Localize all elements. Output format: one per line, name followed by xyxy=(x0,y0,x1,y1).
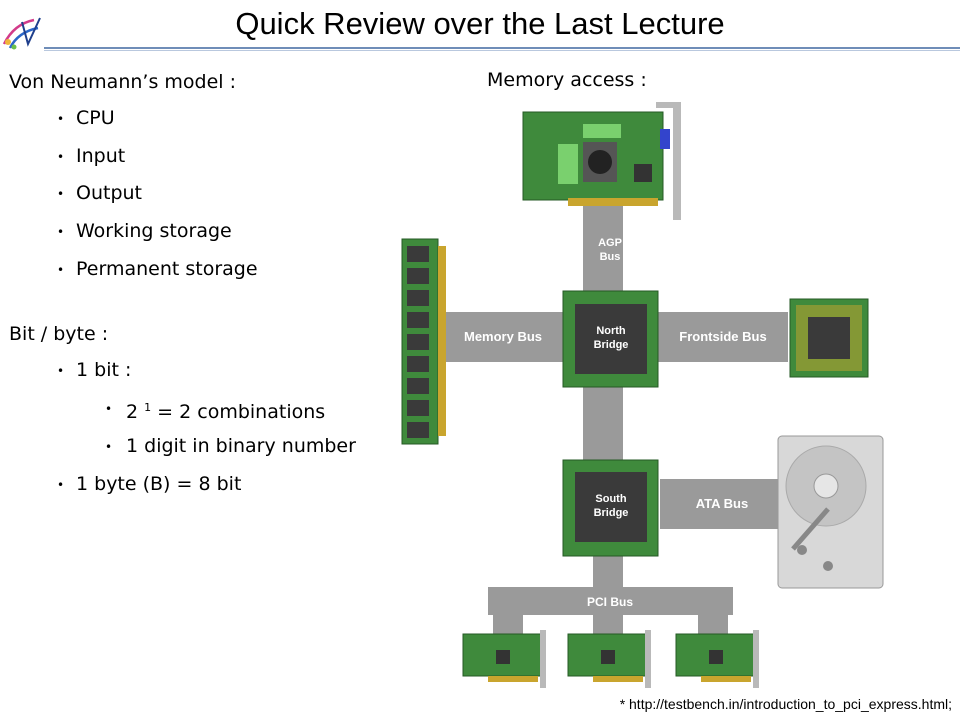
ata-bus-label: ATA Bus xyxy=(696,496,748,511)
left-content: Von Neumann’s model : CPU Input Output W… xyxy=(9,66,399,505)
memory-bus-label: Memory Bus xyxy=(464,329,542,344)
pci-drop-2 xyxy=(593,614,623,634)
source-credit: * http://testbench.in/introduction_to_pc… xyxy=(619,696,952,712)
memory-bus xyxy=(443,312,563,362)
south-bridge-chip xyxy=(562,459,659,557)
byte-item: 1 byte (B) = 8 bit xyxy=(9,468,399,506)
hard-disk-drive xyxy=(777,435,884,589)
logo-icon xyxy=(2,17,41,50)
frontside-bus-label: Frontside Bus xyxy=(679,329,766,344)
model-heading: Von Neumann’s model : xyxy=(9,71,236,93)
memory-module xyxy=(401,238,446,445)
agp-bus-label-1: AGP xyxy=(598,237,622,249)
north-bridge-label-1: North xyxy=(596,325,626,337)
slide-title: Quick Review over the Last Lecture xyxy=(235,6,725,41)
south-bridge-label-1: South xyxy=(595,493,626,505)
north-bridge-chip xyxy=(562,290,659,388)
bit-heading: Bit / byte : xyxy=(9,323,109,346)
memory-access-heading: Memory access : xyxy=(487,69,647,91)
model-item-cpu: CPU xyxy=(9,102,399,140)
model-item-output: Output xyxy=(9,177,399,215)
cpu-chip xyxy=(789,298,869,378)
model-item-working-storage: Working storage xyxy=(9,215,399,253)
ata-bus xyxy=(660,479,780,529)
south-bridge-label-2: Bridge xyxy=(594,507,629,519)
pci-drop-1 xyxy=(493,614,523,634)
agp-bus-label-2: Bus xyxy=(600,251,621,263)
pci-card-2 xyxy=(567,630,651,688)
frontside-bus xyxy=(658,312,788,362)
bit-exponent: 1 xyxy=(144,401,152,415)
model-item-input: Input xyxy=(9,140,399,178)
memory-access-diagram: AGP Bus Memory Bus North Bridge Frontsid… xyxy=(401,102,884,688)
pci-drop-3 xyxy=(698,614,728,634)
pci-card-3 xyxy=(675,630,759,688)
agp-bus xyxy=(583,204,623,299)
title-divider-secondary xyxy=(44,50,960,51)
bit-digit-item: 1 digit in binary number xyxy=(9,430,399,468)
sb-pci-link xyxy=(593,554,623,589)
agp-graphics-card xyxy=(522,102,681,220)
nb-sb-link xyxy=(583,384,623,464)
bit-base: 2 xyxy=(126,401,139,424)
title-divider xyxy=(44,47,960,49)
pci-bus xyxy=(488,587,733,615)
model-item-permanent-storage: Permanent storage xyxy=(9,253,399,291)
bit-combinations-text: = 2 combinations xyxy=(151,401,326,424)
pci-bus-label: PCI Bus xyxy=(587,595,633,609)
bit-item: 1 bit : xyxy=(9,354,399,392)
north-bridge-label-2: Bridge xyxy=(594,339,629,351)
pci-card-1 xyxy=(462,630,546,688)
bit-combinations-item: 2 1 = 2 combinations xyxy=(9,392,399,430)
